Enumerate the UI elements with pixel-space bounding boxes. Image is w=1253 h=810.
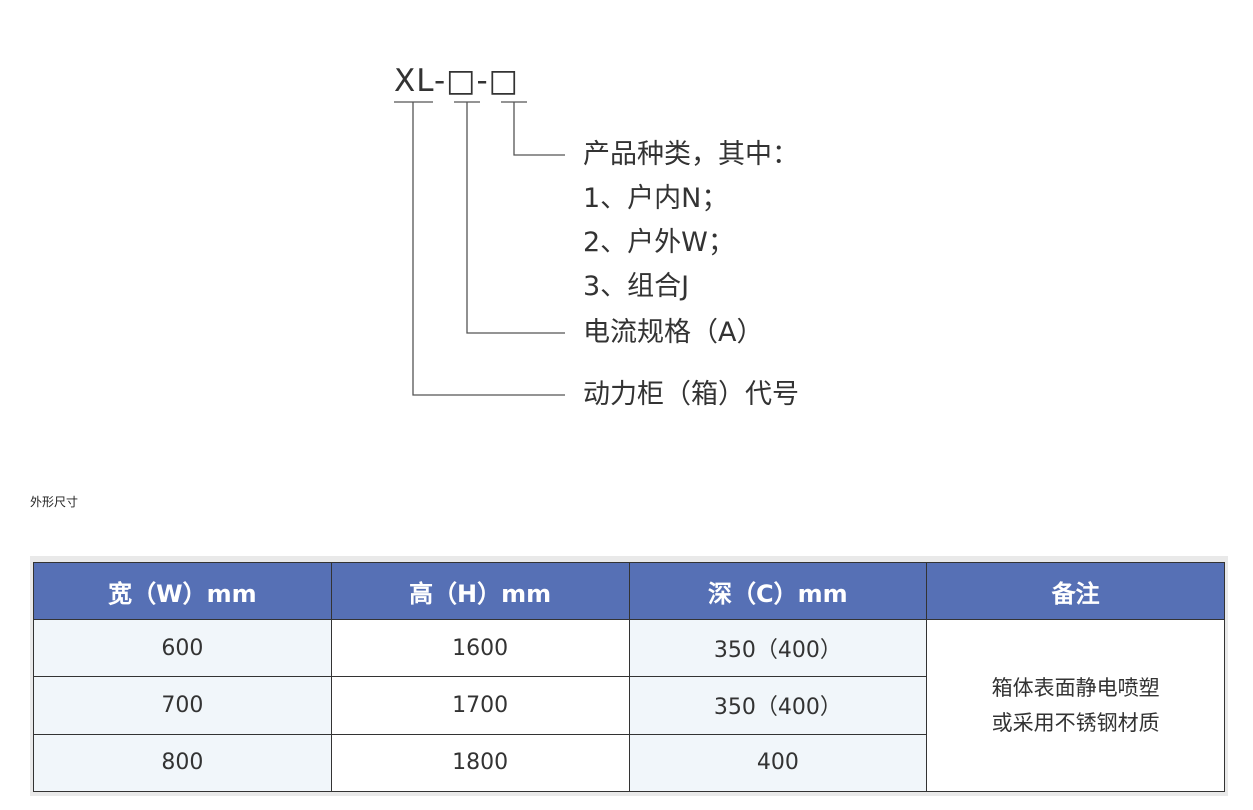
label-cabinet-code: 动力柜（箱）代号 xyxy=(583,379,799,410)
cell-depth: 350（400） xyxy=(628,676,928,735)
cell-height: 1800 xyxy=(330,733,630,793)
diagram-lines xyxy=(394,101,565,396)
dimension-table-frame: 宽（W）mm 高（H）mm 深（C）mm 备注 600 1600 350（400… xyxy=(30,556,1228,796)
label-combined: 3、组合J xyxy=(583,271,690,302)
cell-width: 700 xyxy=(33,676,332,735)
cell-note: 箱体表面静电喷塑 或采用不锈钢材质 xyxy=(926,619,1225,792)
label-product-type: 产品种类，其中： xyxy=(583,139,799,170)
section-title: 外形尺寸 xyxy=(30,495,79,509)
header-height: 高（H）mm xyxy=(330,562,630,620)
leader-current-spec xyxy=(466,102,565,334)
dimension-table: 宽（W）mm 高（H）mm 深（C）mm 备注 600 1600 350（400… xyxy=(33,562,1225,793)
leader-product-type xyxy=(513,102,565,156)
table-row: 800 1800 400 xyxy=(33,733,1225,793)
label-outdoor: 2、户外W； xyxy=(583,227,735,258)
cell-width: 600 xyxy=(33,618,332,678)
label-current-spec: 电流规格（A） xyxy=(583,317,764,348)
table-row: 600 1600 350（400） 箱体表面静电喷塑 或采用不锈钢材质 xyxy=(33,618,1225,792)
cell-depth: 350（400） xyxy=(628,618,928,678)
note-line: 或采用不锈钢材质 xyxy=(991,710,1160,735)
label-indoor: 1、户内N； xyxy=(583,183,729,214)
leader-cabinet-code xyxy=(412,102,565,396)
header-width: 宽（W）mm xyxy=(33,562,332,620)
header-depth: 深（C）mm xyxy=(628,562,928,620)
model-code-diagram: XL-□-□ 产品种类，其中： 1、户内N； 2、户外W； 3、组合J 电流规格… xyxy=(394,63,799,410)
table-row: 700 1700 350（400） xyxy=(33,676,1225,735)
header-note: 备注 xyxy=(926,562,1225,620)
model-code: XL-□-□ xyxy=(394,63,519,99)
cell-height: 1600 xyxy=(330,618,630,678)
table-header-row: 宽（W）mm 高（H）mm 深（C）mm 备注 xyxy=(33,562,1225,620)
note-line: 箱体表面静电喷塑 xyxy=(991,675,1160,700)
cell-width: 800 xyxy=(33,733,332,793)
cell-depth: 400 xyxy=(628,733,928,793)
cell-height: 1700 xyxy=(330,676,630,735)
